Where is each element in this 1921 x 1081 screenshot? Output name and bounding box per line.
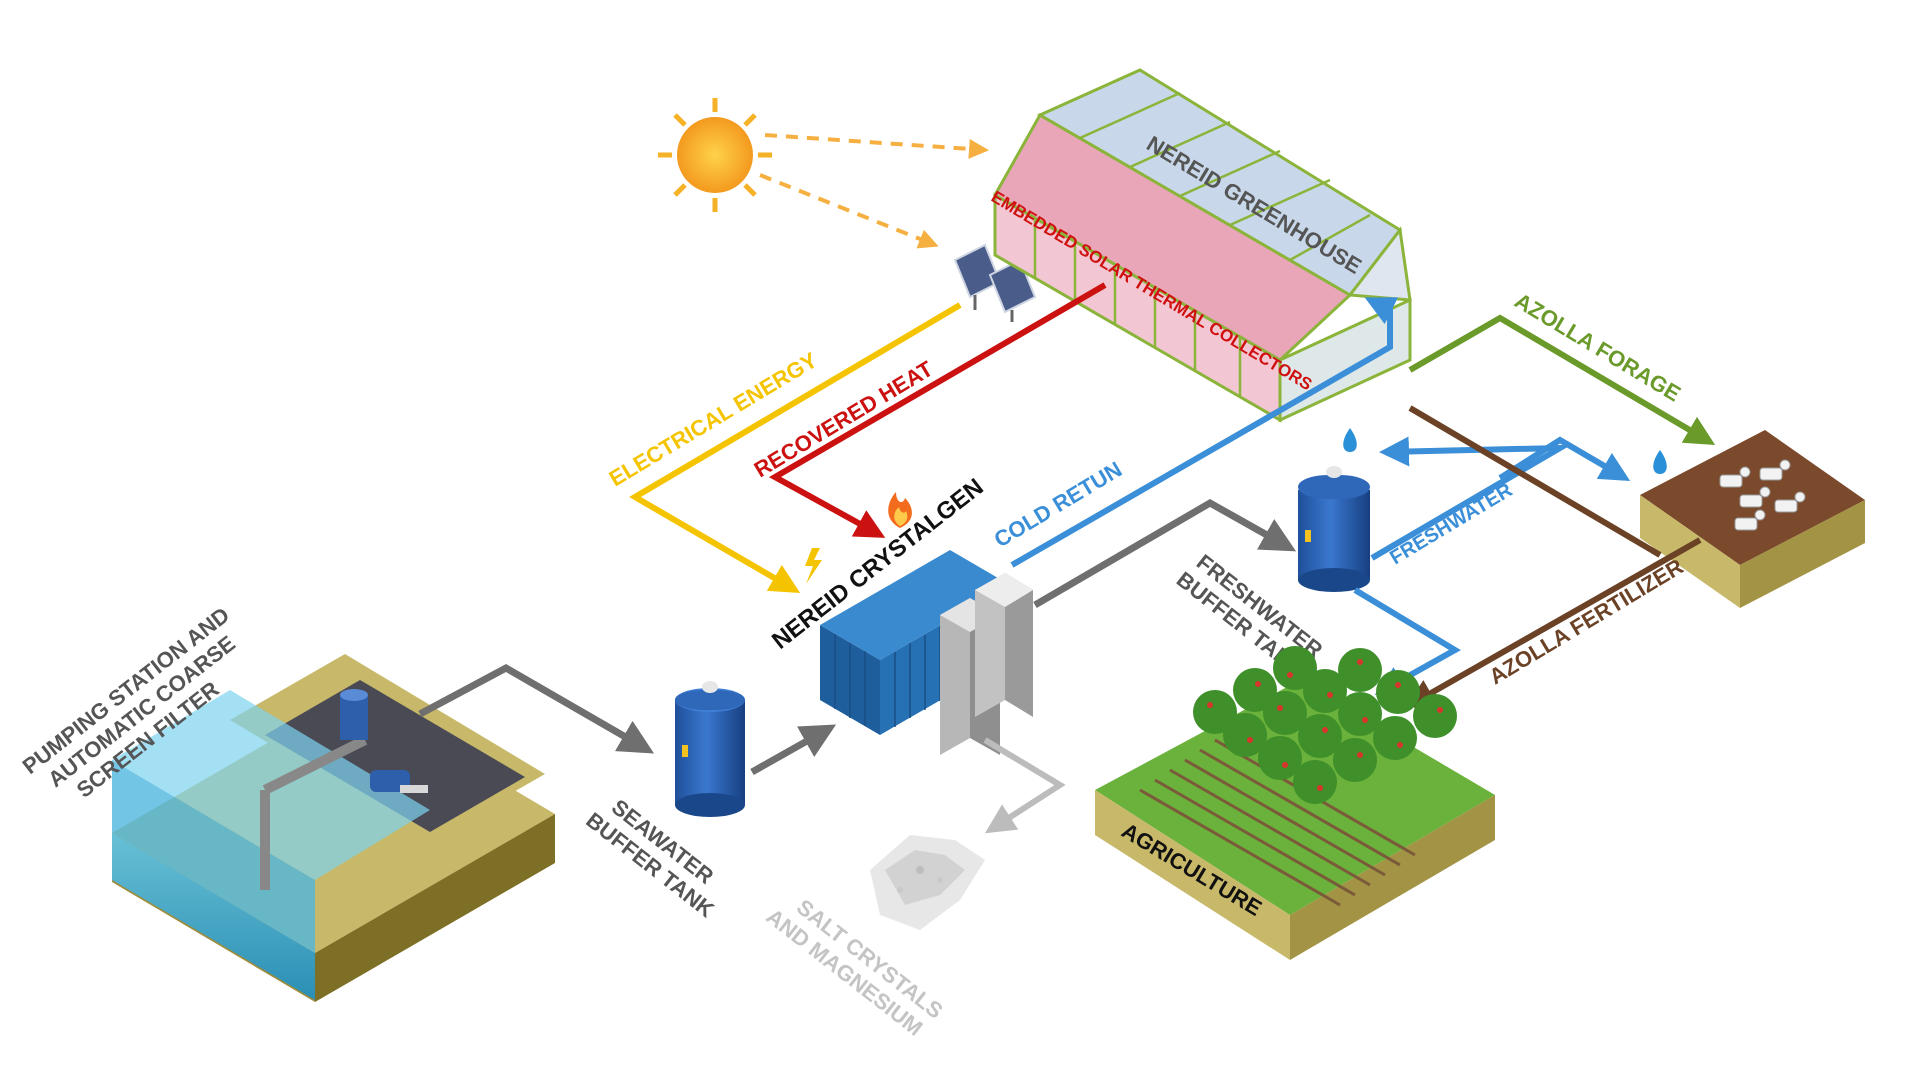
- lightning-icon: [805, 548, 822, 584]
- sunlight-ray-2: [759, 173, 939, 249]
- cow-icon: [1719, 459, 1806, 531]
- flow-to-crystalgen: [750, 724, 837, 776]
- pump-icon: [340, 695, 368, 740]
- pumping-station: [112, 654, 555, 1002]
- svg-text:FRESHWATER: FRESHWATER: [1386, 479, 1517, 569]
- sunlight-ray-1: [764, 133, 989, 159]
- svg-text:AZOLLA FERTILIZER: AZOLLA FERTILIZER: [1485, 554, 1688, 690]
- flow-brown-link: [1408, 405, 1662, 558]
- flow-azolla-forage: [1408, 314, 1716, 446]
- flame-icon: [888, 492, 912, 528]
- freshwater-label: FRESHWATER: [1386, 479, 1517, 569]
- flow-salt: [983, 737, 1066, 834]
- flow-freshwater-out: [1033, 498, 1297, 609]
- flow-seawater-in: [418, 663, 655, 754]
- svg-text:AZOLLA FORAGE: AZOLLA FORAGE: [1510, 288, 1685, 407]
- freshwater-buffer-tank: [1298, 466, 1370, 592]
- seawater-buffer-tank: [675, 681, 745, 817]
- flow-freshwater-livestock: [1498, 436, 1631, 482]
- salt-crystals-pile: [870, 835, 985, 930]
- crystalgen-unit: [820, 550, 1033, 755]
- flow-cold-return: [1010, 297, 1399, 568]
- flow-electrical-energy: [629, 302, 962, 594]
- azolla-forage-label: AZOLLA FORAGE: [1510, 288, 1685, 407]
- sun-icon: [658, 98, 772, 212]
- flow-azolla-fertilizer: [1404, 537, 1702, 708]
- flow-recovered-heat: [768, 282, 1107, 538]
- flow-freshwater-greenhouse: [1370, 436, 1572, 561]
- azolla-fertilizer-label: AZOLLA FERTILIZER: [1485, 554, 1688, 690]
- tree-icon: [1193, 646, 1457, 804]
